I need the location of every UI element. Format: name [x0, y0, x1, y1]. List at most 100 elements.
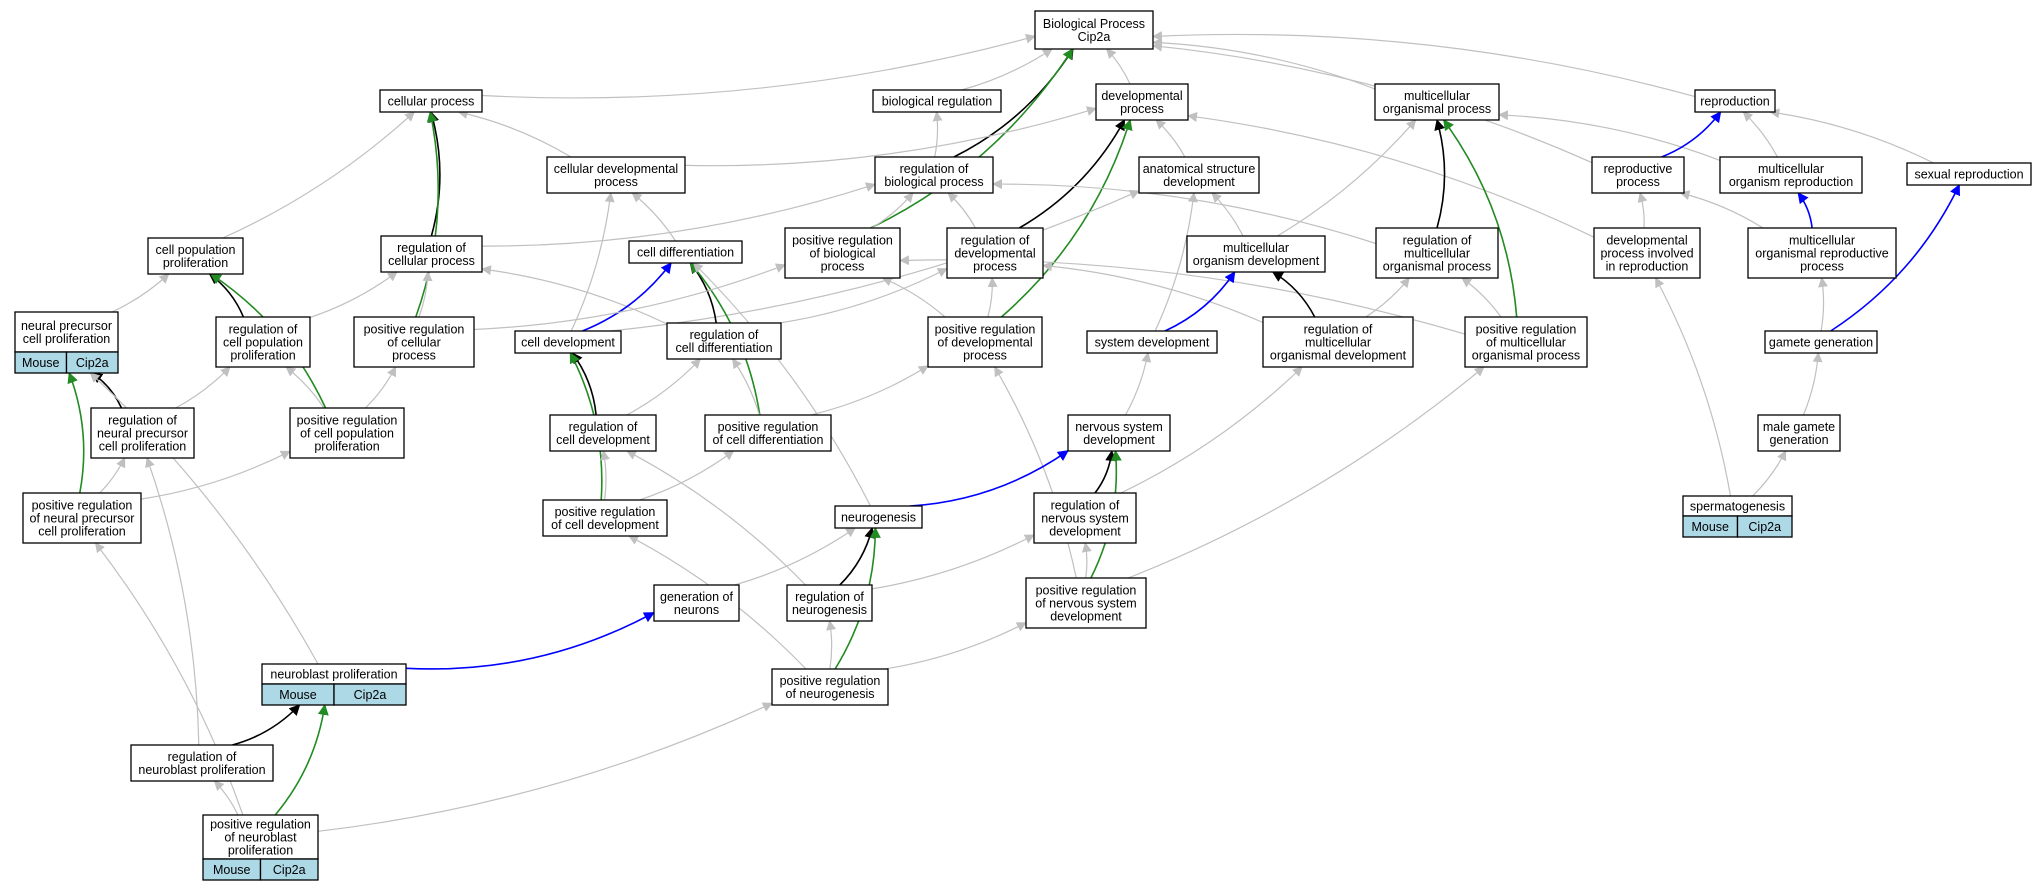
term-label: cell differentiation	[637, 246, 734, 260]
term-box	[1095, 83, 1189, 121]
go-term-node-cd[interactable]: cell differentiation	[628, 240, 743, 264]
term-box	[1033, 492, 1137, 544]
edge-is-a-cd-to-cdp	[631, 192, 677, 242]
term-label: proliferation	[314, 440, 379, 454]
term-box	[1591, 156, 1685, 194]
term-box	[1186, 235, 1326, 273]
term-label: neurogenesis	[792, 603, 867, 617]
term-box	[1757, 414, 1841, 452]
term-box	[946, 227, 1044, 279]
edge-is-a-rnsd-to-rmod	[1120, 366, 1303, 494]
edge-is-a-rmod-to-rdp	[1042, 261, 1264, 324]
term-label: cell development	[521, 336, 615, 350]
go-term-node-cp[interactable]: cellular process	[379, 89, 483, 113]
term-label: regulation of	[397, 241, 466, 255]
term-label: regulation of	[900, 162, 969, 176]
edge-is-a-prcdev-to-rcdev	[600, 450, 610, 501]
edge-part-of-rmod-to-mod	[1271, 271, 1316, 318]
edge-is-a-rcpp-to-rcp	[309, 271, 398, 319]
edge-positively-regulates-prmop-to-mop	[1443, 119, 1518, 318]
term-box	[1694, 89, 1776, 113]
annotation-cell-cip2a	[1736, 515, 1793, 538]
term-label: development	[1049, 525, 1121, 539]
edge-is-a-rcp-to-rbp	[481, 182, 876, 247]
term-box	[784, 227, 901, 279]
go-term-node-gg[interactable]: gamete generation	[1764, 330, 1878, 354]
edge-is-a-prnbp-to-rnbp	[213, 780, 239, 816]
term-box	[542, 499, 668, 537]
term-label: positive regulation	[297, 414, 398, 428]
term-label: positive regulation	[1476, 323, 1577, 337]
term-label: cell population	[156, 243, 236, 257]
edge-is-a-prcdev-to-prcd	[639, 450, 735, 501]
edge-is-a-prdp-to-rdp	[987, 277, 998, 318]
term-label: positive regulation	[210, 818, 311, 832]
edge-part-of-rng-to-ng	[839, 526, 876, 586]
term-box	[874, 156, 994, 194]
edge-regulates-rp-to-rep	[1661, 111, 1722, 158]
go-term-node-rep[interactable]: reproduction	[1694, 89, 1776, 113]
term-box	[1262, 316, 1414, 368]
term-label: positive regulation	[364, 323, 465, 337]
term-box	[380, 235, 483, 273]
term-label: proliferation	[163, 256, 228, 270]
term-label: process	[1616, 175, 1660, 189]
term-label: of cell differentiation	[713, 433, 824, 447]
annotation-label: Cip2a	[76, 356, 109, 370]
go-term-node-sd[interactable]: system development	[1086, 330, 1218, 354]
term-box	[14, 311, 119, 353]
edge-is-a-br-to-bp	[961, 48, 1053, 91]
term-box	[834, 505, 923, 529]
term-label: of biological	[809, 247, 875, 261]
edge-is-a-npcp-to-cpp	[111, 273, 170, 313]
go-term-node-ng[interactable]: neurogenesis	[834, 505, 923, 529]
term-label: cellular process	[388, 254, 475, 268]
go-term-node-br[interactable]: biological regulation	[872, 89, 1002, 113]
term-label: multicellular	[1223, 241, 1289, 255]
annotation-cell-cip2a	[333, 683, 407, 706]
go-term-node-cdev[interactable]: cell development	[514, 330, 622, 354]
term-box	[771, 668, 889, 706]
go-term-node-sr[interactable]: sexual reproduction	[1906, 162, 2032, 186]
